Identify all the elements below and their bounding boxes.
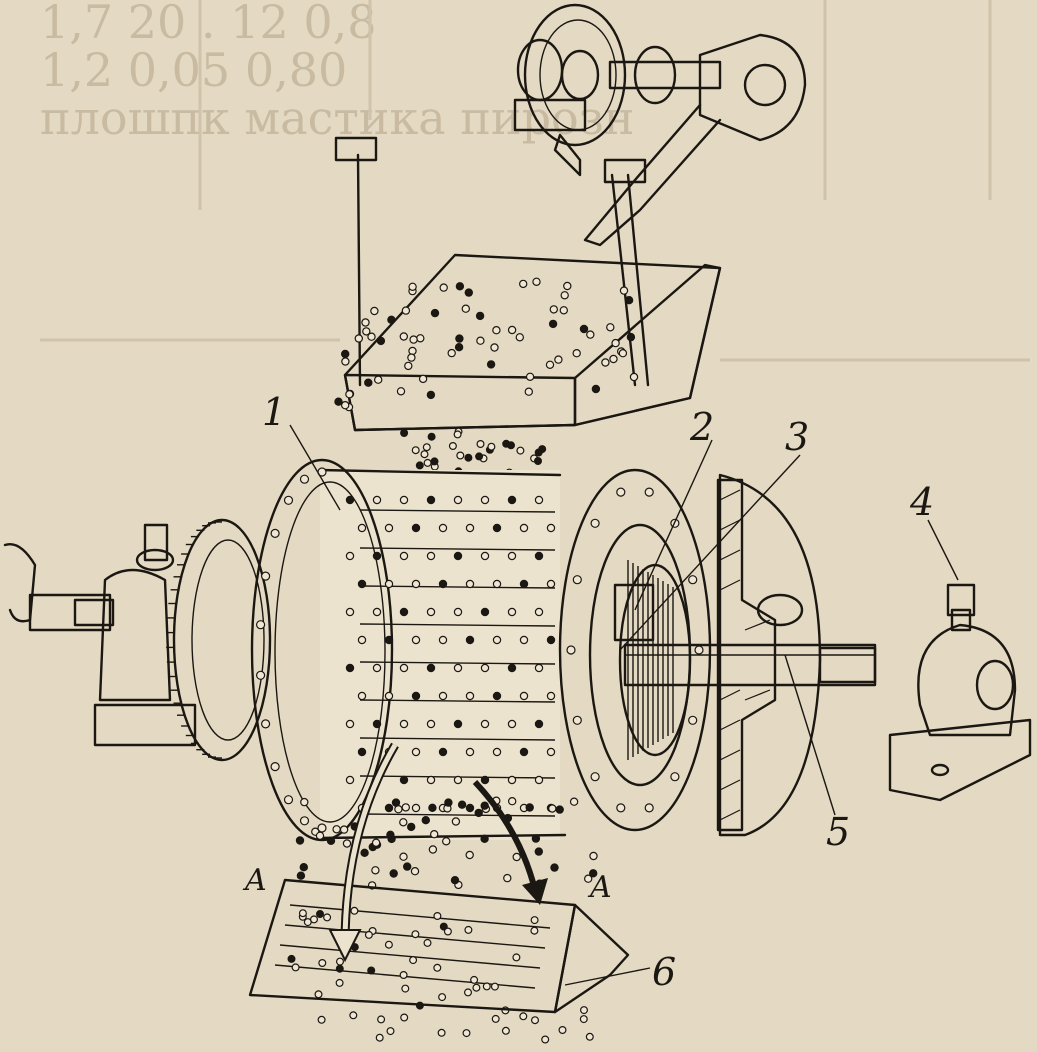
leader-lines bbox=[289, 424, 959, 986]
section-label-A-right: A bbox=[587, 870, 612, 905]
suspension-rods bbox=[334, 136, 650, 387]
section-label-A-left: A bbox=[242, 863, 267, 898]
right-bearing bbox=[888, 583, 1032, 802]
drum-end-flange bbox=[558, 468, 712, 832]
drum-perforations bbox=[345, 495, 556, 813]
label-4: 4 bbox=[909, 480, 934, 524]
drive-gear bbox=[166, 518, 272, 762]
label-2: 2 bbox=[689, 405, 714, 449]
labels: 1 2 3 4 5 6 A A bbox=[242, 390, 934, 994]
label-3: 3 bbox=[785, 415, 809, 459]
bleed-through-lines bbox=[40, 0, 1030, 362]
perforated-drum bbox=[250, 458, 567, 842]
separating-ridge bbox=[248, 878, 630, 1014]
flow-arrows bbox=[328, 742, 548, 963]
tray-perforations bbox=[334, 277, 639, 412]
label-6: 6 bbox=[652, 950, 676, 994]
discharge-particles bbox=[295, 796, 598, 1044]
bleed-line-1: 1,7 20 . 12 0,8 bbox=[40, 0, 377, 49]
bleed-through-text: 1,7 20 . 12 0,8 1,2 0,05 0,80 плошпк мас… bbox=[40, 0, 634, 145]
feed-tray bbox=[334, 253, 722, 432]
label-5: 5 bbox=[826, 810, 850, 854]
main-shaft bbox=[623, 643, 877, 687]
left-bearing bbox=[3, 523, 197, 747]
bleed-line-2: 1,2 0,05 0,80 bbox=[40, 43, 347, 97]
drum-flange-holes bbox=[256, 467, 327, 833]
label-1: 1 bbox=[262, 390, 286, 434]
